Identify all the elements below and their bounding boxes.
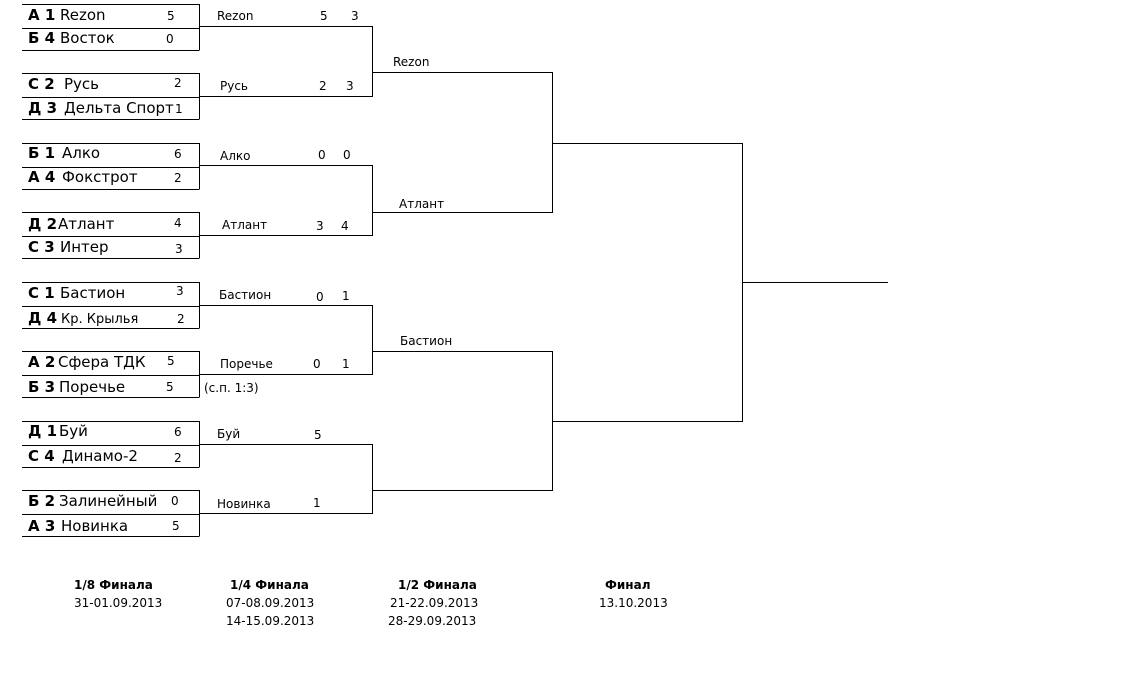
- round-date: 31-01.09.2013: [74, 596, 163, 610]
- seed: А 2: [28, 353, 56, 371]
- team-score: 2: [174, 171, 182, 185]
- team-score: 6: [174, 147, 182, 161]
- sf-team: Бастион: [400, 334, 453, 348]
- round-label: 1/2 Финала: [398, 578, 477, 592]
- round-date: 28-29.09.2013: [388, 614, 477, 628]
- qf-score-2: 4: [341, 219, 349, 233]
- qf-team: Бастион: [219, 288, 272, 302]
- team-name: Буй: [59, 422, 88, 440]
- team-name: Фокстрот: [62, 168, 138, 186]
- seed: Д 4: [28, 309, 58, 327]
- team-name: Дельта Спорт: [64, 99, 174, 117]
- team-name: Динамо-2: [62, 447, 138, 465]
- team-score: 0: [171, 494, 179, 508]
- team-name: Поречье: [59, 378, 126, 396]
- seed: Б 1: [28, 144, 56, 162]
- team-name: Залинейный: [59, 492, 158, 510]
- seed: Д 2: [28, 215, 58, 233]
- round-label: Финал: [605, 578, 651, 592]
- team-name: Сфера ТДК: [58, 353, 146, 371]
- qf-score-1: 0: [318, 148, 326, 162]
- penalty-note: (с.п. 1:3): [204, 381, 259, 395]
- qf-score-1: 3: [316, 219, 324, 233]
- qf-team: Русь: [220, 79, 249, 93]
- qf-score-2: 3: [351, 9, 359, 23]
- team-score: 2: [174, 451, 182, 465]
- qf-team: Поречье: [220, 357, 273, 371]
- qf-score-1: 0: [313, 357, 321, 371]
- sf-team: Rezon: [393, 55, 430, 69]
- round-date: 21-22.09.2013: [390, 596, 479, 610]
- qf-score-2: 1: [342, 289, 350, 303]
- team-name: Восток: [60, 29, 115, 47]
- team-score: 5: [172, 519, 180, 533]
- seed: С 2: [28, 75, 55, 93]
- team-name: Rezon: [60, 6, 106, 24]
- seed: А 1: [28, 6, 56, 24]
- round-label: 1/4 Финала: [230, 578, 309, 592]
- qf-score-1: 1: [313, 496, 321, 510]
- team-name: Бастион: [60, 284, 126, 302]
- round-label: 1/8 Финала: [74, 578, 153, 592]
- team-score: 6: [174, 425, 182, 439]
- seed: С 4: [28, 447, 55, 465]
- team-score: 3: [176, 284, 184, 298]
- round-date: 14-15.09.2013: [226, 614, 315, 628]
- qf-score-1: 5: [320, 9, 328, 23]
- qf-team: Атлант: [222, 218, 268, 232]
- team-score: 3: [175, 242, 183, 256]
- team-score: 5: [167, 354, 175, 368]
- qf-score-1: 5: [314, 428, 322, 442]
- team-score: 0: [166, 32, 174, 46]
- team-score: 4: [174, 216, 182, 230]
- qf-team: Алко: [220, 149, 251, 163]
- round-date: 07-08.09.2013: [226, 596, 315, 610]
- team-name: Интер: [60, 238, 109, 256]
- team-name: Новинка: [61, 517, 129, 535]
- qf-score-1: 2: [319, 79, 327, 93]
- seed: Б 3: [28, 378, 56, 396]
- seed: А 3: [28, 517, 56, 535]
- seed: Б 2: [28, 492, 56, 510]
- team-name: Русь: [64, 75, 100, 93]
- team-name: Атлант: [58, 215, 115, 233]
- team-score: 1: [175, 102, 183, 116]
- sf-team: Атлант: [399, 197, 445, 211]
- seed: Б 4: [28, 29, 56, 47]
- team-score: 5: [166, 380, 174, 394]
- team-score: 5: [167, 9, 175, 23]
- team-name: Алко: [62, 144, 101, 162]
- team-name: Кр. Крылья: [61, 312, 139, 327]
- round-date: 13.10.2013: [599, 596, 668, 610]
- qf-score-2: 1: [342, 357, 350, 371]
- seed: Д 1: [28, 422, 58, 440]
- seed: С 1: [28, 284, 55, 302]
- qf-team: Новинка: [217, 497, 271, 511]
- qf-team: Буй: [217, 427, 241, 441]
- seed: Д 3: [28, 99, 58, 117]
- qf-score-1: 0: [316, 290, 324, 304]
- qf-score-2: 3: [346, 79, 354, 93]
- seed: А 4: [28, 168, 56, 186]
- qf-score-2: 0: [343, 148, 351, 162]
- team-score: 2: [174, 76, 182, 90]
- qf-team: Rezon: [217, 9, 254, 23]
- seed: С 3: [28, 238, 55, 256]
- team-score: 2: [177, 312, 185, 326]
